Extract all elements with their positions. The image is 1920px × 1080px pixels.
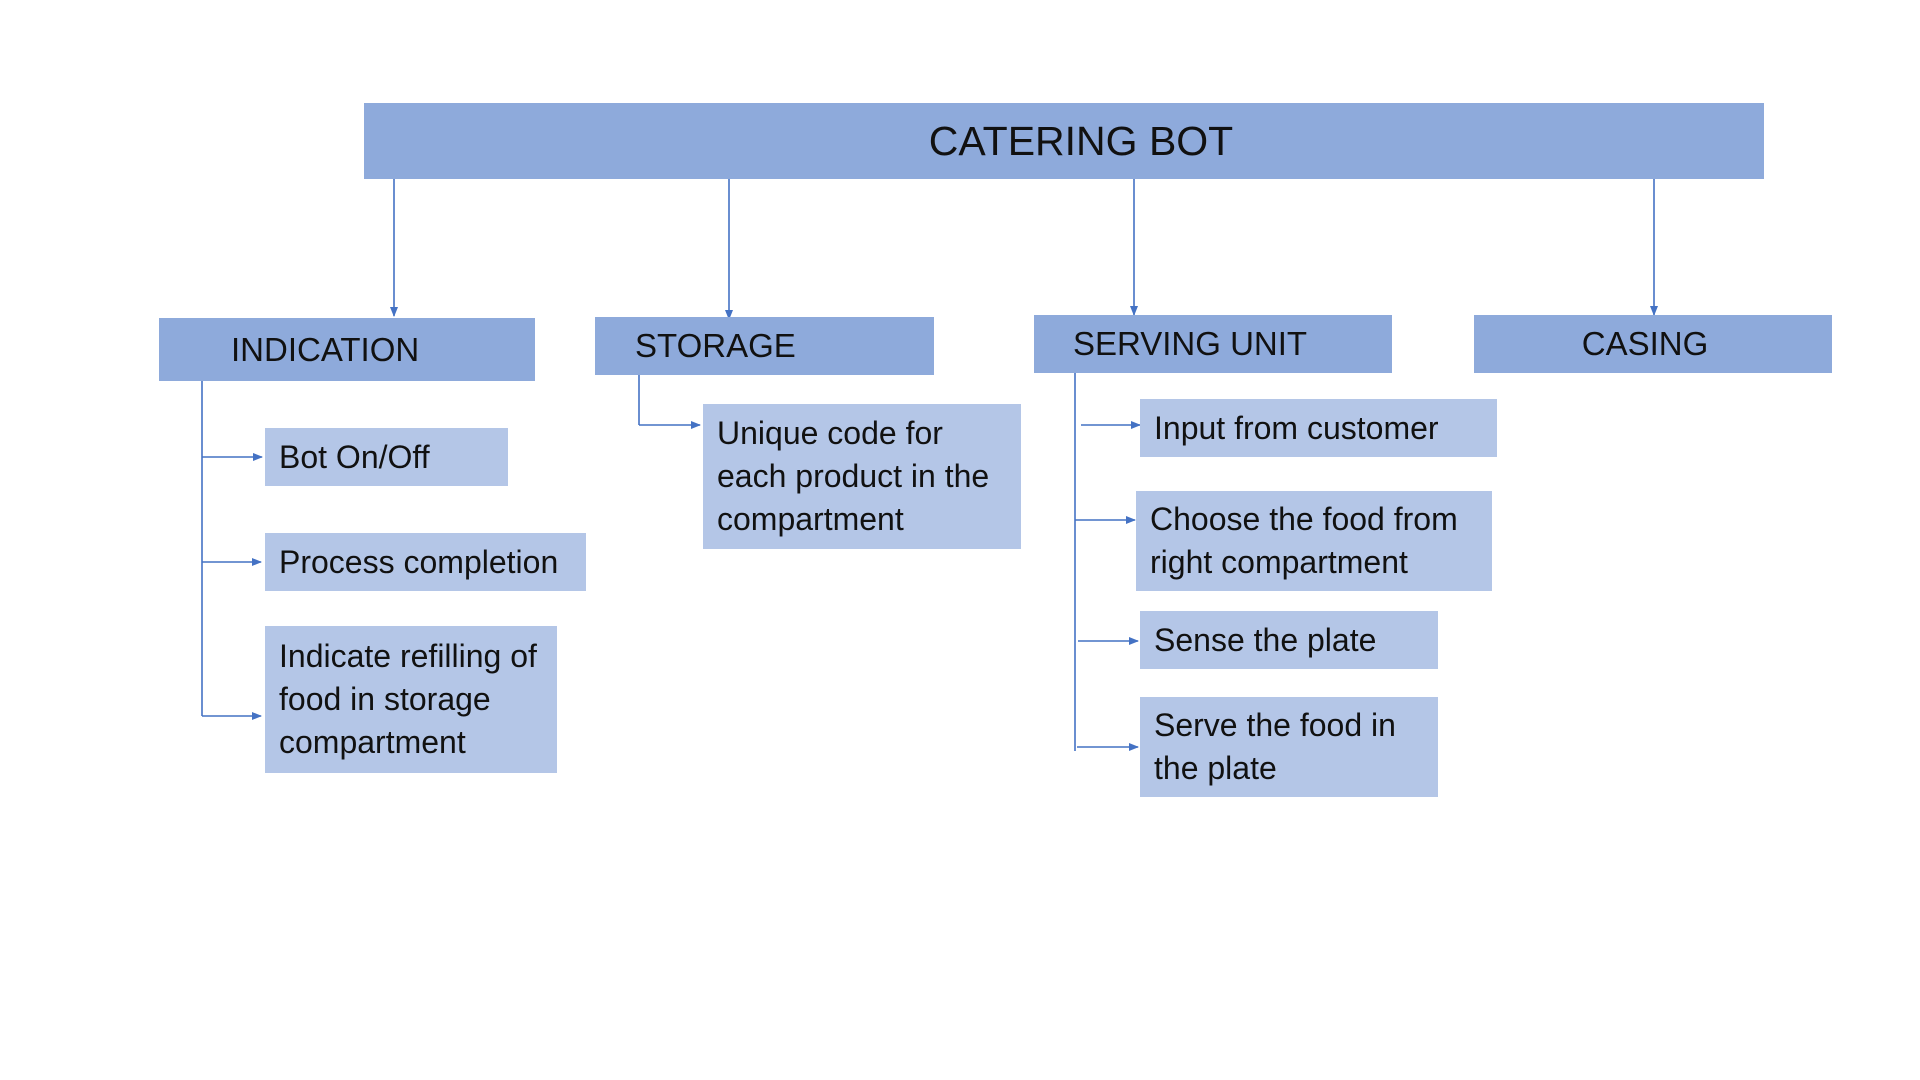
category-casing: CASING: [1474, 315, 1832, 373]
node-label: Choose the food from right compartment: [1150, 501, 1458, 580]
node-unique-code: Unique code for each product in the comp…: [703, 404, 1021, 549]
category-label: SERVING UNIT: [1073, 325, 1308, 362]
root-label: CATERING BOT: [928, 117, 1234, 164]
node-indicate-refilling: Indicate refilling of food in storage co…: [265, 626, 557, 773]
category-serving-unit: SERVING UNIT: [1034, 315, 1392, 373]
category-label: CASING: [1581, 325, 1709, 362]
node-bot-on-off: Bot On/Off: [265, 428, 508, 486]
category-label: STORAGE: [635, 327, 796, 364]
node-label: Sense the plate: [1154, 621, 1377, 658]
node-label: Input from customer: [1154, 409, 1439, 446]
node-label: Serve the food in the plate: [1154, 707, 1396, 786]
node-label: Indicate refilling of food in storage co…: [279, 638, 537, 760]
category-indication: INDICATION: [159, 318, 535, 381]
node-sense-the-plate: Sense the plate: [1140, 611, 1438, 669]
category-storage: STORAGE: [595, 317, 934, 375]
root-node: CATERING BOT: [364, 103, 1764, 179]
node-label: Unique code for each product in the comp…: [717, 415, 990, 537]
node-process-completion: Process completion: [265, 533, 586, 591]
node-label: Bot On/Off: [279, 438, 430, 475]
node-choose-the-food: Choose the food from right compartment: [1136, 491, 1492, 591]
category-label: INDICATION: [231, 330, 420, 368]
node-input-from-customer: Input from customer: [1140, 399, 1497, 457]
node-serve-the-food: Serve the food in the plate: [1140, 697, 1438, 797]
node-label: Process completion: [279, 543, 559, 580]
